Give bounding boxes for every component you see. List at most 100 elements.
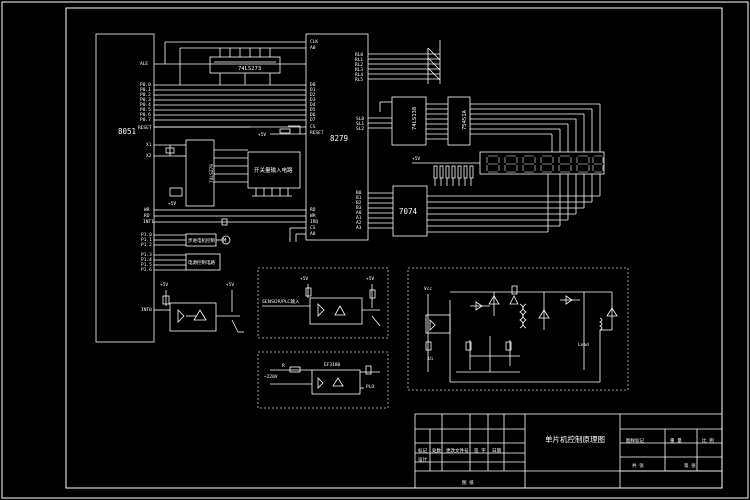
svg-text:SL1: SL1 bbox=[356, 121, 364, 127]
svg-text:+5V: +5V bbox=[168, 201, 176, 207]
driver-label: 75451A bbox=[462, 109, 468, 130]
svg-text:P1.5: P1.5 bbox=[141, 262, 152, 268]
motor-control: 步进电机控制 M bbox=[154, 233, 231, 247]
inner-frame bbox=[65, 7, 723, 489]
latch-74ls273: 74LS273 bbox=[209, 48, 281, 85]
svg-text:RESET: RESET bbox=[310, 130, 324, 136]
svg-text:RL4: RL4 bbox=[355, 72, 363, 78]
svg-text:P1.2: P1.2 bbox=[141, 242, 152, 248]
svg-text:+5V: +5V bbox=[226, 282, 234, 288]
svg-text:D6: D6 bbox=[310, 112, 316, 118]
svg-text:P1.4: P1.4 bbox=[141, 257, 152, 263]
svg-text:D3: D3 bbox=[310, 97, 316, 103]
svg-text:A1: A1 bbox=[356, 215, 362, 221]
driver-75451a: 75451A bbox=[447, 96, 601, 152]
svg-text:A0: A0 bbox=[310, 231, 316, 237]
svg-text:IRQ: IRQ bbox=[310, 219, 318, 225]
svg-text:+5V: +5V bbox=[366, 276, 374, 282]
svg-text:Vcc: Vcc bbox=[424, 286, 432, 292]
motor-label: 步进电机控制 bbox=[188, 237, 215, 244]
mcu-pin-int1: INT1 bbox=[143, 219, 154, 225]
optocoupler-label: EF3180 bbox=[324, 362, 341, 368]
switch-input-label: 开关量输入电路 bbox=[254, 166, 293, 174]
control-lines bbox=[154, 209, 306, 242]
svg-text:CS: CS bbox=[310, 124, 316, 130]
svg-text:R: R bbox=[282, 363, 285, 369]
svg-text:A0: A0 bbox=[356, 210, 362, 216]
mcu-pin-x2: X2 bbox=[146, 153, 152, 159]
decoder-74ls138: 74LS138 bbox=[391, 96, 448, 146]
svg-text:P0.2: P0.2 bbox=[140, 92, 151, 98]
input-buffer-label: 74LS279 bbox=[209, 164, 215, 183]
mcu-label: 8051 bbox=[118, 127, 136, 136]
svg-text:B3: B3 bbox=[356, 205, 362, 211]
svg-text:B1: B1 bbox=[356, 195, 362, 201]
svg-text:图样标记: 图样标记 bbox=[626, 437, 644, 444]
svg-text:P1.3: P1.3 bbox=[141, 252, 152, 258]
mcu-pin-ale: ALE bbox=[140, 61, 148, 67]
buzzer-label: 电源控制电路 bbox=[188, 259, 215, 266]
svg-text:签 字: 签 字 bbox=[474, 447, 486, 454]
buffer-7074: 7074 bbox=[368, 174, 601, 237]
svg-text:SL2: SL2 bbox=[356, 126, 364, 132]
svg-text:P1.6: P1.6 bbox=[141, 267, 152, 273]
svg-text:RL5: RL5 bbox=[355, 77, 363, 83]
decoder-label: 74LS138 bbox=[412, 107, 418, 130]
ic-8279: 8279 CLK A0 D0 D1 D2 D3 D4 D5 D6 D7 CS R… bbox=[305, 33, 369, 241]
mcu-pin-int0: INT0 bbox=[141, 307, 152, 313]
motor-symbol: M bbox=[223, 238, 227, 244]
svg-text:Ui: Ui bbox=[428, 356, 434, 362]
svg-text:CS: CS bbox=[310, 225, 316, 231]
svg-text:RL2: RL2 bbox=[355, 62, 363, 68]
svg-text:RD: RD bbox=[310, 207, 316, 213]
svg-text:P0.4: P0.4 bbox=[140, 102, 151, 108]
mcu-pin-rd: RD bbox=[144, 213, 150, 219]
rl-bus bbox=[368, 40, 441, 84]
svg-text:SL0: SL0 bbox=[356, 116, 364, 122]
svg-text:更改文件号: 更改文件号 bbox=[446, 447, 469, 454]
plc-output-label: PLO bbox=[366, 384, 374, 390]
svg-text:D0: D0 bbox=[310, 82, 316, 88]
svg-text:RL1: RL1 bbox=[355, 57, 363, 63]
mcu-p0-labels: P0.0 P0.1 P0.2 P0.3 P0.4 P0.5 P0.6 P0.7 bbox=[140, 82, 151, 123]
svg-text:P0.3: P0.3 bbox=[140, 97, 151, 103]
svg-text:P0.6: P0.6 bbox=[140, 112, 151, 118]
title-block: 单片机控制原理图 标记 处数 更改文件号 签 字 日期 设计 图样标记 重 量 … bbox=[414, 413, 723, 489]
mcu-pin-reset: RESET bbox=[138, 125, 152, 131]
buffer-label: 7074 bbox=[399, 207, 418, 216]
mcu-8051: 8051 ALE P0.0 P0.1 P0.2 P0.3 P0.4 P0.5 P… bbox=[95, 33, 155, 343]
sl-lines bbox=[368, 101, 392, 129]
svg-text:+5V: +5V bbox=[300, 276, 308, 282]
svg-text:P0.1: P0.1 bbox=[140, 87, 151, 93]
svg-text:D7: D7 bbox=[310, 117, 316, 123]
svg-text:P1.1: P1.1 bbox=[141, 237, 152, 243]
svg-text:A3: A3 bbox=[356, 225, 362, 231]
svg-text:图 纸: 图 纸 bbox=[462, 479, 474, 486]
input-buffer-74ls279: 74LS279 +5V bbox=[168, 139, 248, 207]
svg-text:CLK: CLK bbox=[310, 39, 318, 45]
svg-text:P1.0: P1.0 bbox=[141, 232, 152, 238]
mcu-pin-x1: X1 bbox=[146, 142, 152, 148]
ac-input-box: R ~220V EF3180 PLO bbox=[257, 351, 389, 409]
svg-text:+5V: +5V bbox=[160, 282, 168, 288]
mcu-pin-wr: WR bbox=[144, 207, 150, 213]
svg-text:A0: A0 bbox=[310, 45, 316, 51]
svg-text:设计: 设计 bbox=[418, 456, 427, 463]
svg-text:Load: Load bbox=[578, 342, 589, 348]
svg-text:P0.0: P0.0 bbox=[140, 82, 151, 88]
svg-text:D1: D1 bbox=[310, 87, 316, 93]
svg-text:第 张: 第 张 bbox=[684, 462, 696, 469]
svg-text:WR: WR bbox=[310, 213, 316, 219]
svg-text:+5V: +5V bbox=[412, 156, 420, 162]
segment-resistors: +5V bbox=[412, 156, 480, 186]
svg-text:RL3: RL3 bbox=[355, 67, 363, 73]
svg-text:P0.7: P0.7 bbox=[140, 117, 151, 123]
svg-text:比 例: 比 例 bbox=[702, 437, 714, 444]
power-driver-box: Vcc Ui Load bbox=[407, 267, 629, 391]
svg-text:P0.5: P0.5 bbox=[140, 107, 151, 113]
svg-text:A2: A2 bbox=[356, 220, 362, 226]
ic-8279-label: 8279 bbox=[330, 134, 348, 143]
drawing-title: 单片机控制原理图 bbox=[545, 434, 605, 444]
ac-220v-label: ~220V bbox=[264, 374, 278, 380]
